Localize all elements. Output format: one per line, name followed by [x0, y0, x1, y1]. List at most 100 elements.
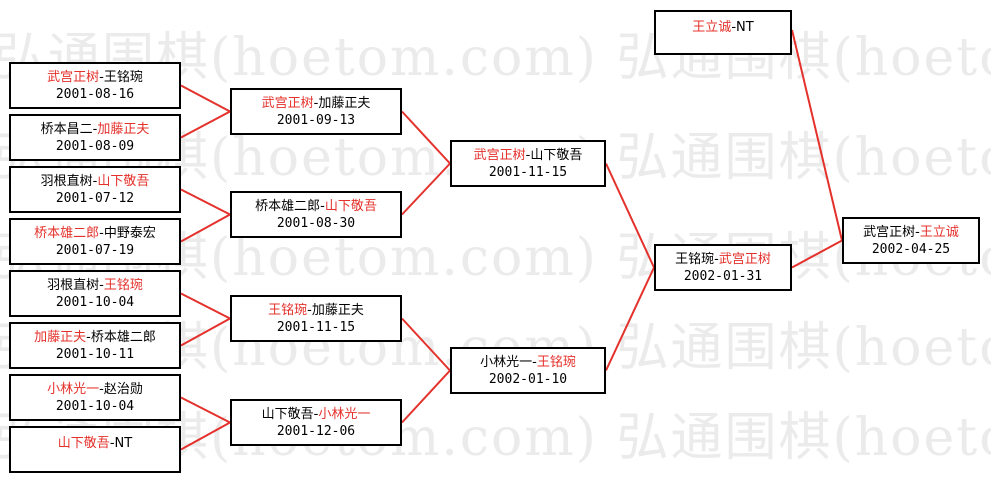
match-date: 2001-07-19 [55, 243, 135, 258]
vs-separator: - [92, 122, 98, 137]
player-name: 武宫正树 [473, 148, 526, 163]
player-name: 武宫正树 [261, 96, 314, 111]
connector-r2m3-r3m2 [401, 317, 451, 372]
player-name: 王铭琬 [675, 252, 715, 267]
match-date: 2002-01-31 [683, 269, 763, 284]
match-date: 2001-09-13 [276, 113, 356, 128]
match-box-r1m1: 武宫正树-王铭琬 2001-08-16 [9, 62, 181, 109]
connector-semi-final [791, 239, 843, 269]
match-date: 2001-10-04 [55, 295, 135, 310]
player-name: 王铭琬 [103, 70, 143, 85]
player-name: 小林光一 [480, 355, 533, 370]
match-box-r3m2: 小林光一-王铭琬 2002-01-10 [450, 347, 606, 394]
vs-separator: - [99, 70, 104, 85]
vs-separator: - [313, 407, 319, 422]
vs-separator: - [109, 436, 115, 451]
connector-r1m1-r2m1 [180, 84, 231, 113]
match-players: 羽根直树-山下敬吾 [11, 173, 179, 190]
match-date: 2001-10-04 [55, 399, 135, 414]
player-name: 武宫正树 [47, 70, 100, 85]
match-players: 山下敬吾-小林光一 [232, 406, 400, 423]
match-players: 桥本雄二郎-中野泰宏 [11, 225, 179, 242]
player-name: 加藤正夫 [97, 122, 150, 137]
connector-r3m2-semi [605, 267, 655, 371]
match-box-r1m8: 山下敬吾-NT [9, 426, 181, 473]
vs-separator: - [320, 199, 325, 214]
match-date: 2001-11-15 [276, 320, 356, 335]
match-players: 武宫正树-加藤正夫 [232, 95, 400, 112]
vs-separator: - [525, 148, 531, 163]
vs-separator: - [915, 225, 920, 240]
connector-r3m1-semi [605, 163, 655, 268]
player-name: 王立诚 [919, 225, 959, 240]
player-name: 桥本雄二郎 [34, 226, 100, 241]
player-name: 山下敬吾 [97, 174, 150, 189]
connector-r2m1-r3m1 [401, 110, 451, 165]
match-date: 2001-07-12 [55, 191, 135, 206]
player-name: 羽根直树 [40, 174, 93, 189]
match-date: 2001-08-30 [276, 216, 356, 231]
connector-r2m4-r3m2 [401, 369, 451, 424]
connector-seed-final [791, 29, 843, 241]
vs-separator: - [92, 174, 98, 189]
player-name: 加藤正夫 [311, 303, 364, 318]
match-players: 羽根直树-王铭琬 [11, 277, 179, 294]
player-name: 王铭琬 [268, 303, 308, 318]
player-name: 山下敬吾 [530, 148, 583, 163]
match-date: 2001-11-15 [488, 165, 568, 180]
match-date: 2001-12-06 [276, 424, 356, 439]
match-players: 桥本昌二-加藤正夫 [11, 121, 179, 138]
match-date: 2002-01-10 [488, 372, 568, 387]
match-players: 桥本雄二郎-山下敬吾 [232, 198, 400, 215]
vs-separator: - [532, 355, 537, 370]
connector-r1m6-r2m3 [180, 317, 231, 347]
match-date: 2001-08-16 [55, 87, 135, 102]
match-players: 武宫正树-王立诚 [844, 224, 978, 241]
vs-separator: - [99, 278, 104, 293]
player-name: 小林光一 [47, 382, 100, 397]
player-name: NT [736, 20, 754, 35]
player-name: 山下敬吾 [261, 407, 314, 422]
player-name: 桥本昌二 [40, 122, 93, 137]
player-name: 王铭琬 [103, 278, 143, 293]
connector-r1m4-r2m2 [180, 213, 231, 243]
player-name: 王立诚 [692, 20, 732, 35]
player-name: 武宫正树 [718, 252, 771, 267]
vs-separator: - [307, 303, 312, 318]
vs-separator: - [731, 20, 737, 35]
match-players: 王铭琬-加藤正夫 [232, 302, 400, 319]
match-date: 2002-04-25 [871, 242, 951, 257]
player-name: 山下敬吾 [57, 436, 110, 451]
player-name: 桥本雄二郎 [90, 330, 156, 345]
match-players: 山下敬吾-NT [11, 435, 179, 452]
player-name: 山下敬吾 [324, 199, 377, 214]
connector-r2m2-r3m1 [401, 162, 451, 216]
vs-separator: - [99, 226, 104, 241]
match-box-seed: 王立诚-NT [654, 10, 792, 55]
vs-separator: - [86, 330, 91, 345]
match-players: 武宫正树-山下敬吾 [452, 147, 604, 164]
connector-r1m7-r2m4 [180, 396, 231, 424]
player-name: 加藤正夫 [34, 330, 87, 345]
player-name: 王铭琬 [536, 355, 576, 370]
match-date: 2001-10-11 [55, 347, 135, 362]
vs-separator: - [313, 96, 319, 111]
vs-separator: - [99, 382, 104, 397]
match-players: 加藤正夫-桥本雄二郎 [11, 329, 179, 346]
match-players: 王铭琬-武宫正树 [656, 251, 790, 268]
player-name: 中野泰宏 [103, 226, 156, 241]
